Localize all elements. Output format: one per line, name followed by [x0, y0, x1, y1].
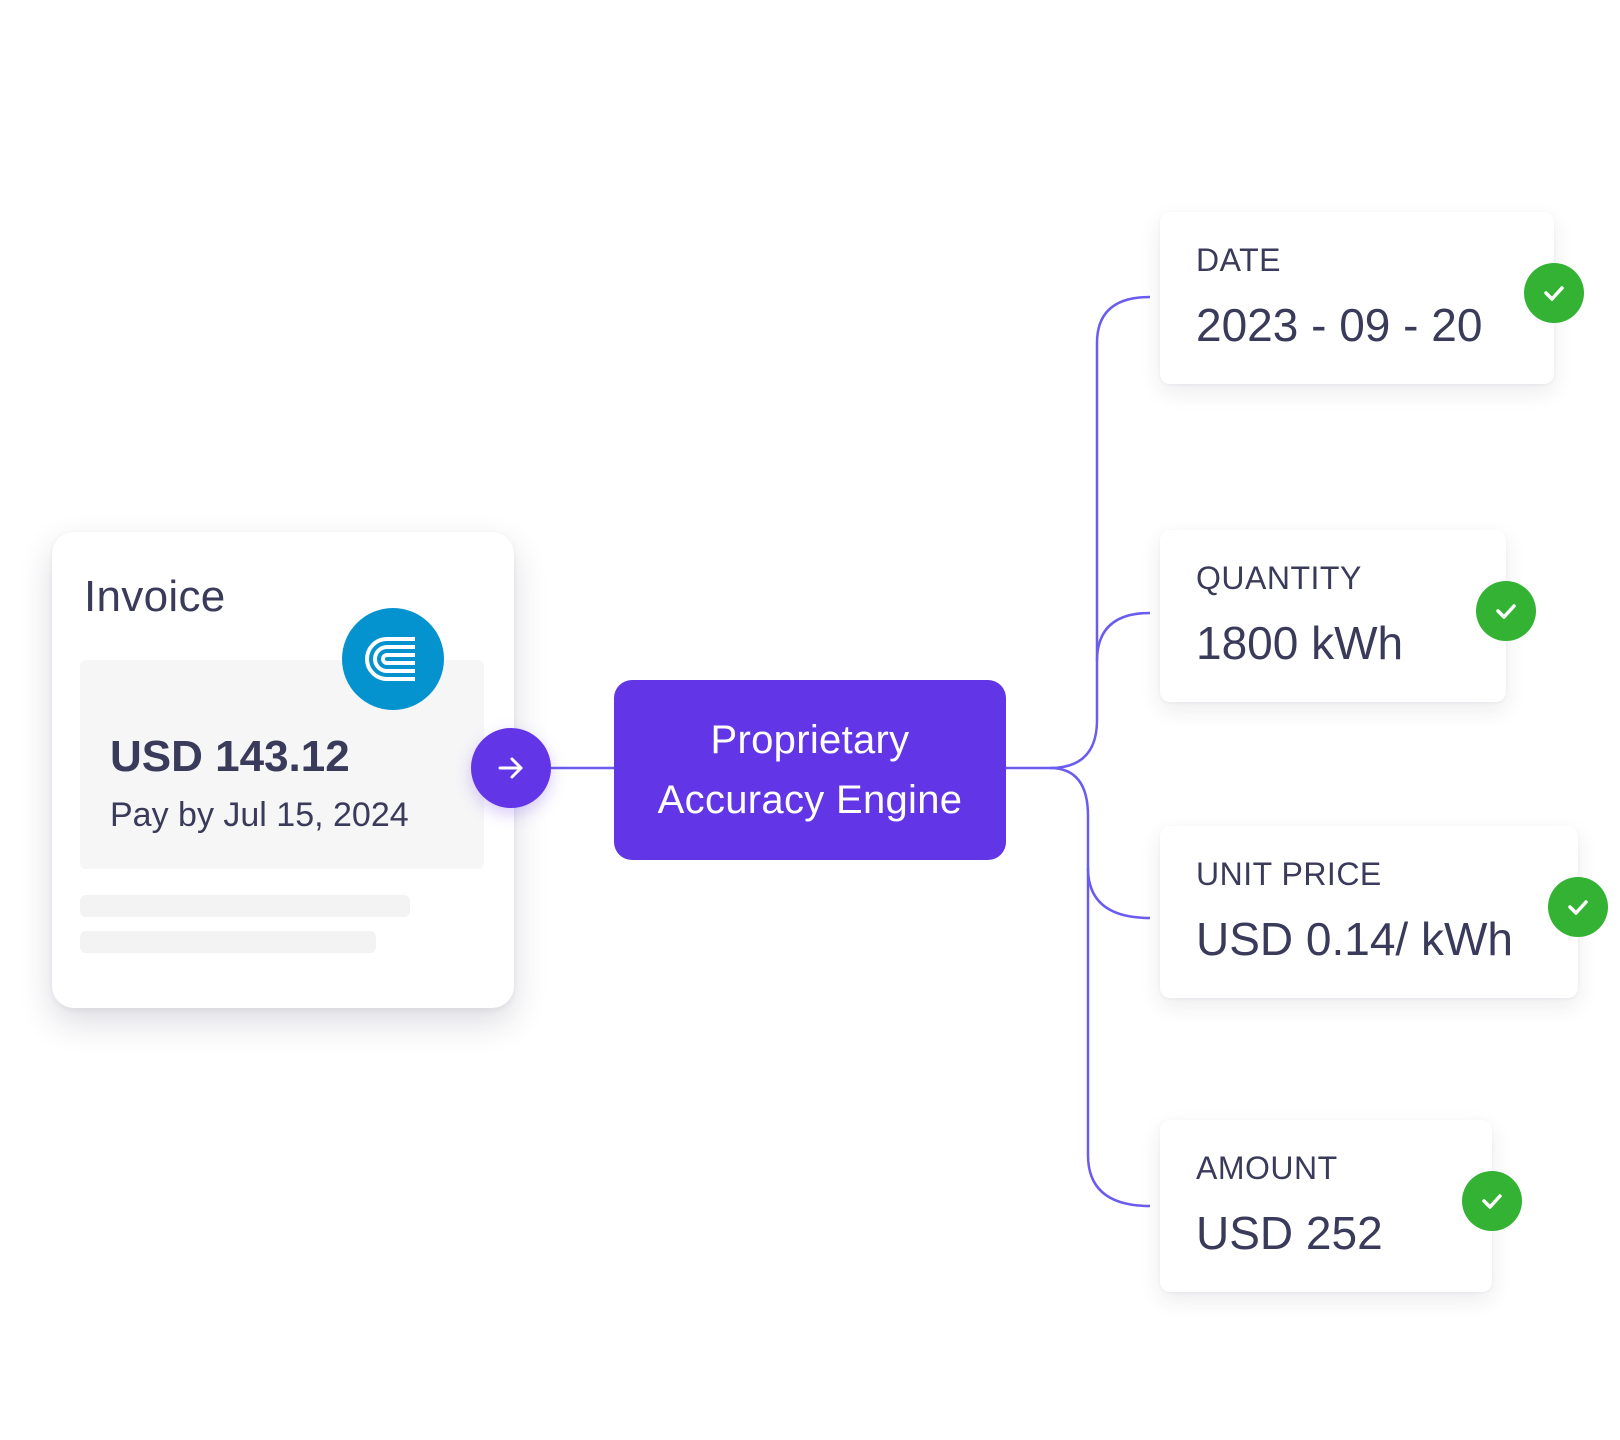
field-card-quantity: QUANTITY 1800 kWh	[1160, 530, 1536, 702]
field-value: 2023 - 09 - 20	[1196, 299, 1483, 351]
invoice-amount: USD 143.12	[110, 732, 350, 781]
field-card-date: DATE 2023 - 09 - 20	[1160, 212, 1584, 384]
connector-to-unit-price	[1049, 766, 1151, 920]
engine-label-line1: Proprietary	[710, 718, 910, 762]
field-value: USD 252	[1196, 1207, 1383, 1259]
invoice-card: Invoice USD 143.12 Pay by Jul 15, 2024	[52, 532, 514, 1008]
arrow-right-icon	[498, 757, 523, 779]
field-label: QUANTITY	[1196, 560, 1362, 596]
placeholder-line	[80, 895, 410, 917]
field-label: DATE	[1196, 242, 1281, 278]
connector-to-amount	[1086, 868, 1151, 1208]
engine-label-line2: Accuracy Engine	[657, 778, 963, 822]
connector-to-quantity	[1095, 611, 1151, 662]
invoice-due-date: Pay by Jul 15, 2024	[110, 796, 409, 834]
field-value: USD 0.14/ kWh	[1196, 913, 1513, 965]
connector-to-date	[1049, 295, 1151, 770]
invoice-title: Invoice	[84, 572, 226, 621]
arrow-right-button[interactable]	[471, 728, 551, 808]
placeholder-line	[80, 931, 376, 953]
field-label: AMOUNT	[1196, 1150, 1338, 1186]
check-icon	[1476, 581, 1536, 641]
invoice-summary-box: USD 143.12 Pay by Jul 15, 2024	[80, 660, 484, 869]
check-icon	[1524, 263, 1584, 323]
check-icon	[1462, 1171, 1522, 1231]
field-card-unit-price: UNIT PRICE USD 0.14/ kWh	[1160, 826, 1608, 998]
field-value: 1800 kWh	[1196, 617, 1404, 669]
logo-mark	[365, 637, 415, 681]
accuracy-engine-node: Proprietary Accuracy Engine	[614, 680, 1006, 860]
field-label: UNIT PRICE	[1196, 856, 1382, 892]
utility-company-logo-icon	[342, 608, 444, 710]
check-icon	[1548, 877, 1608, 937]
field-card-amount: AMOUNT USD 252	[1160, 1120, 1522, 1292]
